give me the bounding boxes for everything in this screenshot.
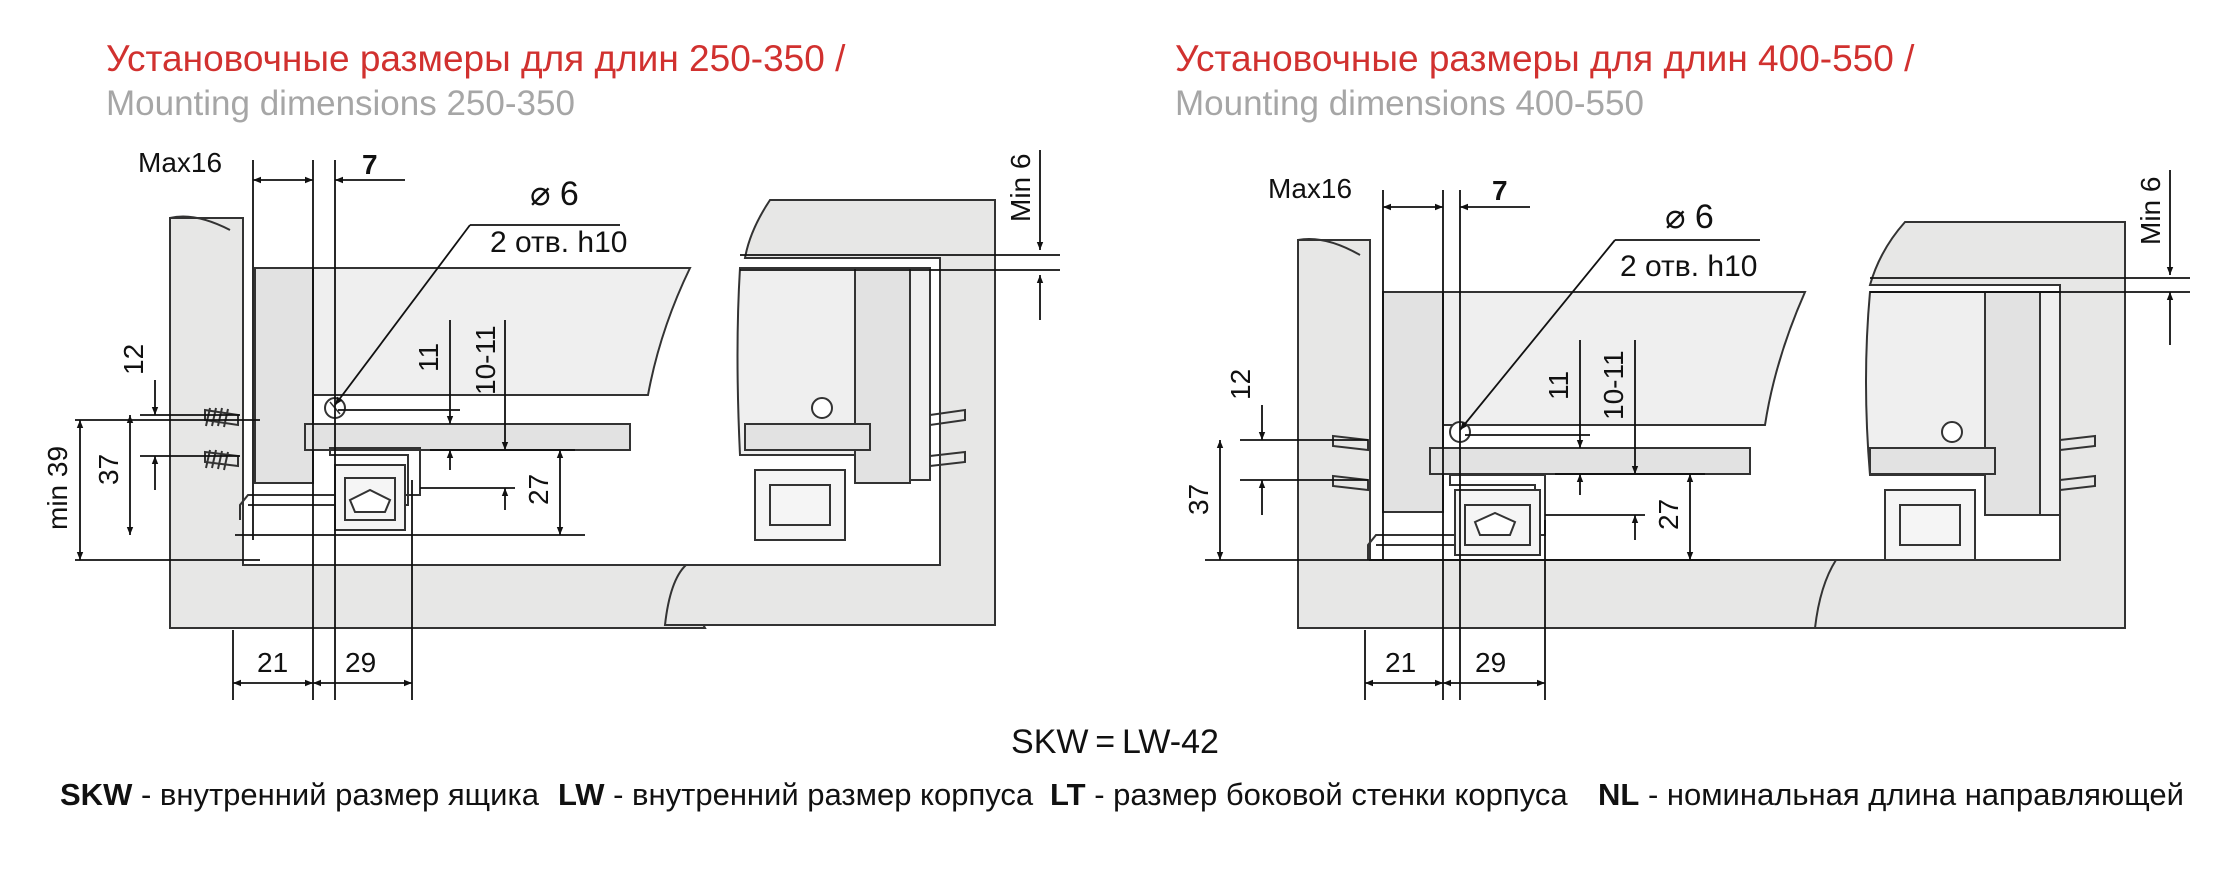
formula: SKW = LW-42 — [1011, 723, 1219, 761]
left-diameter-label: ⌀ 6 — [530, 175, 579, 213]
legend-abbr: NL — [1598, 777, 1640, 812]
legend-item-lw: LW - внутренний размер корпуса — [558, 777, 1033, 813]
title-right-en: Mounting dimensions 400-550 — [1175, 84, 1644, 123]
right-dim-10-11: 10-11 — [1598, 350, 1629, 420]
left-max16-label: Max16 — [138, 147, 222, 178]
legend-item-skw: SKW - внутренний размер ящика — [60, 777, 539, 813]
title-right-ru: Установочные размеры для длин 400-550 / — [1175, 38, 1915, 79]
legend-text: - внутренний размер ящика — [132, 777, 539, 812]
right-dim-27: 27 — [1653, 499, 1684, 530]
left-dim-27: 27 — [523, 474, 554, 505]
left-dim-12: 12 — [118, 344, 149, 375]
left-slide-profile — [239, 447, 421, 520]
legend-item-lt: LT - размер боковой стенки корпуса — [1050, 777, 1568, 813]
legend-text: - размер боковой стенки корпуса — [1085, 777, 1568, 812]
left-holes-label: 2 отв. h10 — [490, 226, 627, 259]
legend-abbr: LT — [1050, 777, 1086, 812]
left-dim-29: 29 — [345, 647, 376, 678]
left-dim-37: 37 — [93, 454, 124, 485]
left-dim-21: 21 — [257, 647, 288, 678]
right-dim-29: 29 — [1475, 647, 1506, 678]
left-dim-11: 11 — [413, 343, 444, 372]
right-holes-label: 2 отв. h10 — [1620, 250, 1757, 283]
left-dim-7: 7 — [362, 149, 378, 180]
left-min39-label: min 39 — [42, 446, 73, 530]
left-min6-label: Min 6 — [1005, 154, 1036, 222]
legend-text: - номинальная длина направляющей — [1639, 777, 2184, 812]
legend-text: - внутренний размер корпуса — [604, 777, 1034, 812]
right-dim-7: 7 — [1492, 175, 1508, 206]
left-drawer-box — [254, 267, 692, 396]
title-left-ru: Установочные размеры для длин 250-350 / — [106, 38, 846, 79]
left-cabinet-panel-right — [663, 199, 996, 626]
right-dim-37: 37 — [1183, 484, 1214, 515]
right-drawer-box — [1382, 291, 1807, 426]
right-diameter-label: ⌀ 6 — [1665, 198, 1714, 236]
left-dim-10-11: 10-11 — [470, 325, 501, 395]
right-dim-21: 21 — [1385, 647, 1416, 678]
title-left-en: Mounting dimensions 250-350 — [106, 84, 575, 123]
legend-abbr: SKW — [60, 777, 133, 812]
right-dim-12: 12 — [1225, 369, 1256, 400]
right-dim-11: 11 — [1543, 371, 1574, 400]
right-diagram: Max16 7 ⌀ 6 2 отв. h10 Min 6 12 37 11 10… — [1183, 170, 2190, 700]
right-cabinet-panel-right — [1813, 221, 2126, 629]
right-max16-label: Max16 — [1268, 173, 1352, 204]
right-min6-label: Min 6 — [2135, 177, 2166, 245]
legend-abbr: LW — [558, 777, 605, 812]
legend-item-nl: NL - номинальная длина направляющей — [1598, 777, 2184, 813]
left-diagram: Max16 7 ⌀ 6 2 отв. h10 Min 6 12 37 min 3… — [42, 147, 1060, 700]
